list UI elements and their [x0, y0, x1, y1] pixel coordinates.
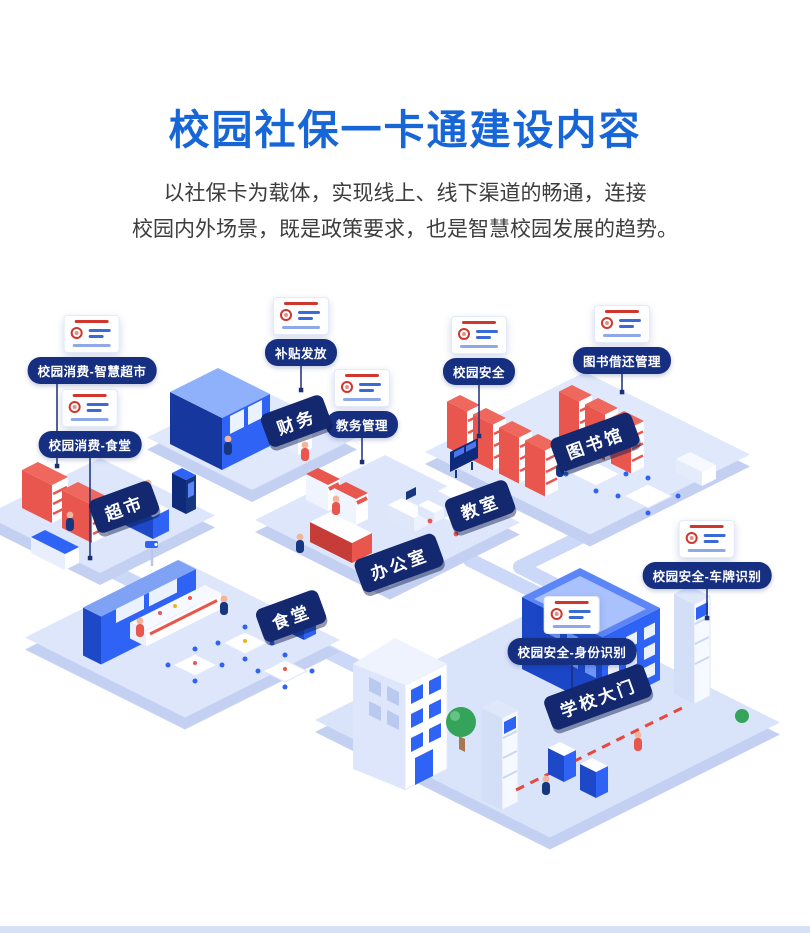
trees	[446, 707, 749, 752]
feature-tag-academic: 教务管理	[325, 369, 399, 438]
social-security-card-icon	[61, 389, 118, 427]
office-furniture	[306, 468, 428, 563]
social-security-card-icon	[333, 369, 390, 407]
page-subtitle: 以社保卡为载体，实现线上、线下渠道的畅通，连接 校园内外场景，既是政策要求，也是…	[0, 176, 810, 248]
feature-tag-plate-recognition: 校园安全-车牌识别	[642, 520, 772, 589]
library-bookshelves	[447, 385, 644, 497]
feature-label-smart-market: 校园消费-智慧超市	[27, 357, 157, 384]
feature-tag-id-recognition: 校园安全-身份识别	[507, 596, 637, 665]
feature-label-plate-recognition: 校园安全-车牌识别	[642, 562, 772, 589]
feature-label-security: 校园安全	[442, 358, 516, 385]
social-security-card-icon	[593, 305, 650, 343]
feature-label-subsidy: 补贴发放	[264, 339, 338, 366]
feature-label-academic: 教务管理	[325, 411, 399, 438]
feature-tag-security: 校园安全	[442, 316, 516, 385]
feature-tag-subsidy: 补贴发放	[264, 297, 338, 366]
social-security-card-icon	[272, 297, 329, 335]
feature-tag-canteen-pay: 校园消费-食堂	[38, 389, 142, 458]
subtitle-line-2: 校园内外场景，既是政策要求，也是智慧校园发展的趋势。	[132, 218, 678, 241]
gate-pillar-left	[482, 700, 519, 811]
supermarket-fixtures	[22, 462, 196, 570]
social-security-card-icon	[63, 315, 120, 353]
gate-turnstiles	[548, 742, 608, 798]
gate-pillar-right	[674, 586, 711, 705]
feature-label-id-recognition: 校园安全-身份识别	[507, 638, 637, 665]
cctv-camera-icon	[145, 541, 158, 548]
feature-tag-smart-market: 校园消费-智慧超市	[27, 315, 157, 384]
feature-label-canteen-pay: 校园消费-食堂	[38, 431, 142, 458]
canteen-tables	[165, 624, 315, 690]
social-security-card-icon	[678, 520, 735, 558]
feature-label-library-borrow: 图书借还管理	[572, 347, 672, 374]
page-title: 校园社保一卡通建设内容	[168, 107, 642, 153]
social-security-card-icon	[543, 596, 600, 634]
feature-tag-library-borrow: 图书借还管理	[572, 305, 672, 374]
social-security-card-icon	[450, 316, 507, 354]
next-section-edge	[0, 926, 810, 933]
gate-office-tower	[353, 638, 448, 791]
security-monitor	[450, 438, 478, 478]
subtitle-line-1: 以社保卡为载体，实现线上、线下渠道的畅通，连接	[163, 182, 647, 205]
